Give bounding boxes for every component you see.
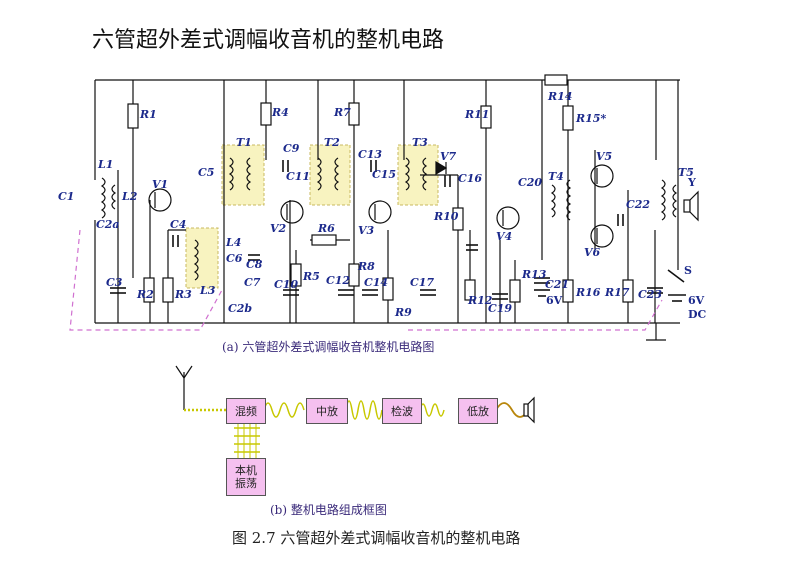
- label-r17: R17: [604, 286, 630, 299]
- label-r7: R7: [333, 106, 351, 119]
- label-r8: R8: [357, 260, 375, 273]
- label-r13: R13: [521, 268, 547, 281]
- label-c16: C16: [458, 172, 482, 185]
- label-v1: V1: [152, 178, 168, 191]
- label-r11: R11: [464, 108, 489, 121]
- block-audio-amp: 低放: [458, 398, 498, 424]
- block-diagram: [175, 365, 535, 458]
- page-title: 六管超外差式调幅收音机的整机电路: [92, 28, 445, 53]
- block-detector: 检波: [382, 398, 422, 424]
- label-t2: T2: [324, 136, 340, 149]
- label-r5: R5: [302, 270, 320, 283]
- label-c4: C4: [170, 218, 186, 231]
- label-c23: C23: [638, 288, 662, 301]
- label-l3: L3: [199, 284, 216, 297]
- block-local-oscillator-line1: 本机: [235, 464, 257, 477]
- label-y: Y: [687, 176, 696, 189]
- label-l2: L2: [121, 190, 138, 203]
- block-if-amp: 中放: [306, 398, 348, 424]
- label-dc: DC: [688, 308, 707, 321]
- block-mixer: 混频: [226, 398, 266, 424]
- label-r15: R15*: [575, 112, 606, 125]
- label-t1: T1: [236, 136, 252, 149]
- label-v5: V5: [596, 150, 612, 163]
- coils: [100, 157, 678, 281]
- label-c17: C17: [410, 276, 434, 289]
- label-v4: V4: [496, 230, 512, 243]
- caption-b: (b) 整机电路组成框图: [270, 503, 387, 517]
- label-c7: C7: [244, 276, 261, 289]
- label-r10: R10: [433, 210, 459, 223]
- label-v2: V2: [270, 222, 287, 235]
- caption-a: (a) 六管超外差式调幅收音机整机电路图: [222, 340, 435, 354]
- label-t4: T4: [548, 170, 564, 183]
- label-bat2: 6V: [688, 294, 705, 307]
- label-c5: C5: [198, 166, 214, 179]
- label-r4: R4: [271, 106, 289, 119]
- label-v3: V3: [358, 224, 375, 237]
- label-l4: L4: [225, 236, 241, 249]
- label-r14: R14: [547, 90, 572, 103]
- label-r12: R12: [467, 294, 493, 307]
- resistors: [127, 74, 634, 303]
- label-l1: L1: [97, 158, 113, 171]
- label-bat1: 6V: [546, 294, 563, 307]
- label-c14: C14: [364, 276, 388, 289]
- label-c6: C6: [226, 252, 243, 265]
- label-r2: R2: [136, 288, 154, 301]
- label-t3: T3: [412, 136, 428, 149]
- label-r9: R9: [394, 306, 412, 319]
- capacitors: [110, 160, 663, 300]
- label-r6: R6: [317, 222, 335, 235]
- label-c8: C8: [246, 258, 263, 271]
- label-c1: C1: [58, 190, 74, 203]
- label-c11: C11: [286, 170, 310, 183]
- label-c19: C19: [488, 302, 512, 315]
- label-c2b: C2b: [228, 302, 252, 315]
- label-r16: R16: [575, 286, 601, 299]
- label-v7: V7: [440, 150, 457, 163]
- label-c9: C9: [283, 142, 300, 155]
- figure-caption: 图 2.7 六管超外差式调幅收音机的整机电路: [232, 529, 521, 547]
- component-labels: R1 R2 R3 R4 R5 R6 R7 R8 R9 R10 R11 R12 R…: [58, 90, 707, 321]
- label-c22: C22: [626, 198, 650, 211]
- label-r3: R3: [174, 288, 192, 301]
- label-v6: V6: [584, 246, 601, 259]
- label-r1: R1: [139, 108, 157, 121]
- label-c12: C12: [326, 274, 350, 287]
- speaker-y: [683, 190, 699, 222]
- label-c10: C10: [274, 278, 298, 291]
- label-c3: C3: [106, 276, 123, 289]
- label-c21: C21: [545, 278, 569, 291]
- label-t5: T5: [678, 166, 694, 179]
- batteries: [534, 269, 686, 302]
- label-c15: C15: [372, 168, 396, 181]
- gang-dashed-lines: [69, 229, 663, 331]
- label-s: S: [684, 264, 692, 277]
- block-local-oscillator-line2: 振荡: [235, 477, 257, 490]
- label-c13: C13: [358, 148, 382, 161]
- label-c20: C20: [518, 176, 542, 189]
- diode-v7: [435, 160, 448, 176]
- block-local-oscillator: 本机 振荡: [226, 458, 266, 496]
- transistors: [148, 164, 614, 248]
- label-c2a: C2a: [96, 218, 120, 231]
